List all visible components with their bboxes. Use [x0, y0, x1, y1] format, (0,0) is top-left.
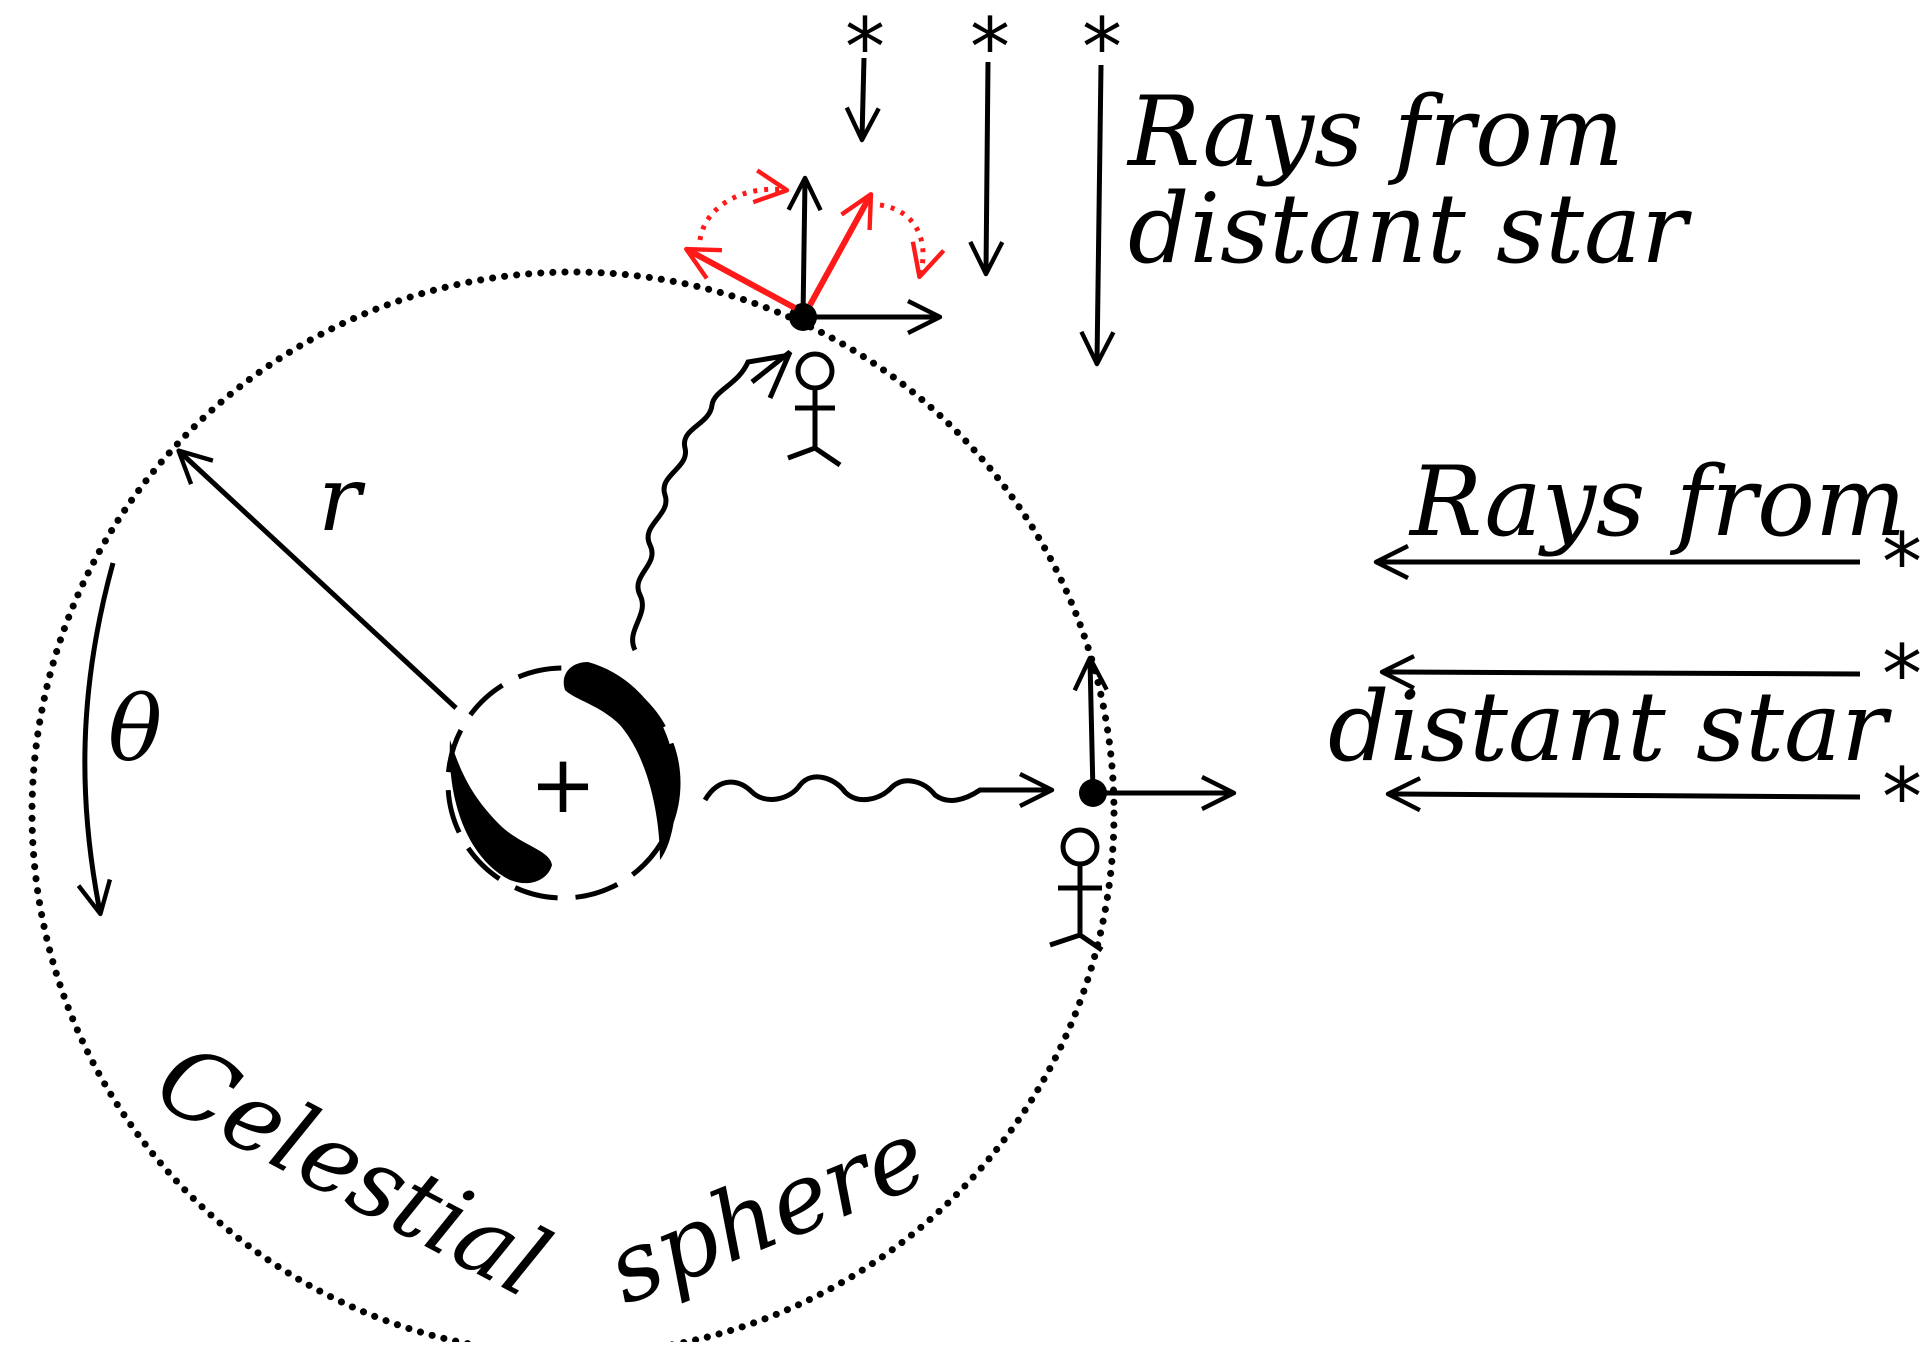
ray-top-3 — [1079, 64, 1116, 367]
top-observer-figure — [787, 351, 842, 468]
ray-right-3 — [1385, 776, 1861, 813]
right-observer-figure — [1049, 827, 1104, 953]
earth-lit-crescent-bottom — [449, 740, 552, 884]
radius-arrow — [176, 448, 458, 710]
earth-lit-crescent-top — [563, 662, 677, 860]
celestial-label: Celestial — [139, 1021, 566, 1319]
red-tilted-vector-left — [684, 246, 797, 311]
red-rotation-arc-right — [879, 202, 946, 280]
rays-right-label-line2: distant star — [1328, 671, 1892, 783]
rays-top-label-line1: Rays from — [1126, 76, 1624, 188]
wavy-ray-to-top-observer — [630, 352, 791, 652]
theta-arc-arrow — [76, 562, 116, 917]
theta-label: θ — [108, 677, 162, 782]
earth: + — [445, 662, 681, 901]
star-right-3: * — [1882, 751, 1922, 844]
red-tilted-vector-right — [807, 192, 874, 307]
top-star-rays: * * * — [844, 1, 1122, 367]
wavy-ray-to-top-observer-head — [750, 350, 793, 399]
radius-label: r — [318, 447, 366, 552]
right-observer — [1049, 655, 1237, 953]
star-right-1: * — [1882, 516, 1922, 609]
star-right-2: * — [1882, 628, 1922, 721]
top-observer-zenith-arrow — [786, 175, 823, 318]
sphere-label: sphere — [592, 1098, 942, 1326]
earth-center-mark: + — [529, 738, 596, 831]
rays-right-label-line1: Rays from — [1408, 446, 1906, 558]
ray-right-2 — [1379, 654, 1861, 691]
ray-top-1 — [844, 57, 881, 143]
rays-top-label-line2: distant star — [1128, 173, 1692, 285]
ray-top-2 — [968, 61, 1005, 277]
right-observer-zenith-arrow — [1072, 655, 1109, 794]
wavy-ray-to-right-observer — [702, 772, 1055, 808]
right-star-rays: * * * — [1373, 516, 1922, 844]
celestial-sphere-outline — [28, 268, 1118, 1347]
top-observer — [684, 168, 946, 468]
red-rotation-arc-left — [697, 168, 790, 241]
